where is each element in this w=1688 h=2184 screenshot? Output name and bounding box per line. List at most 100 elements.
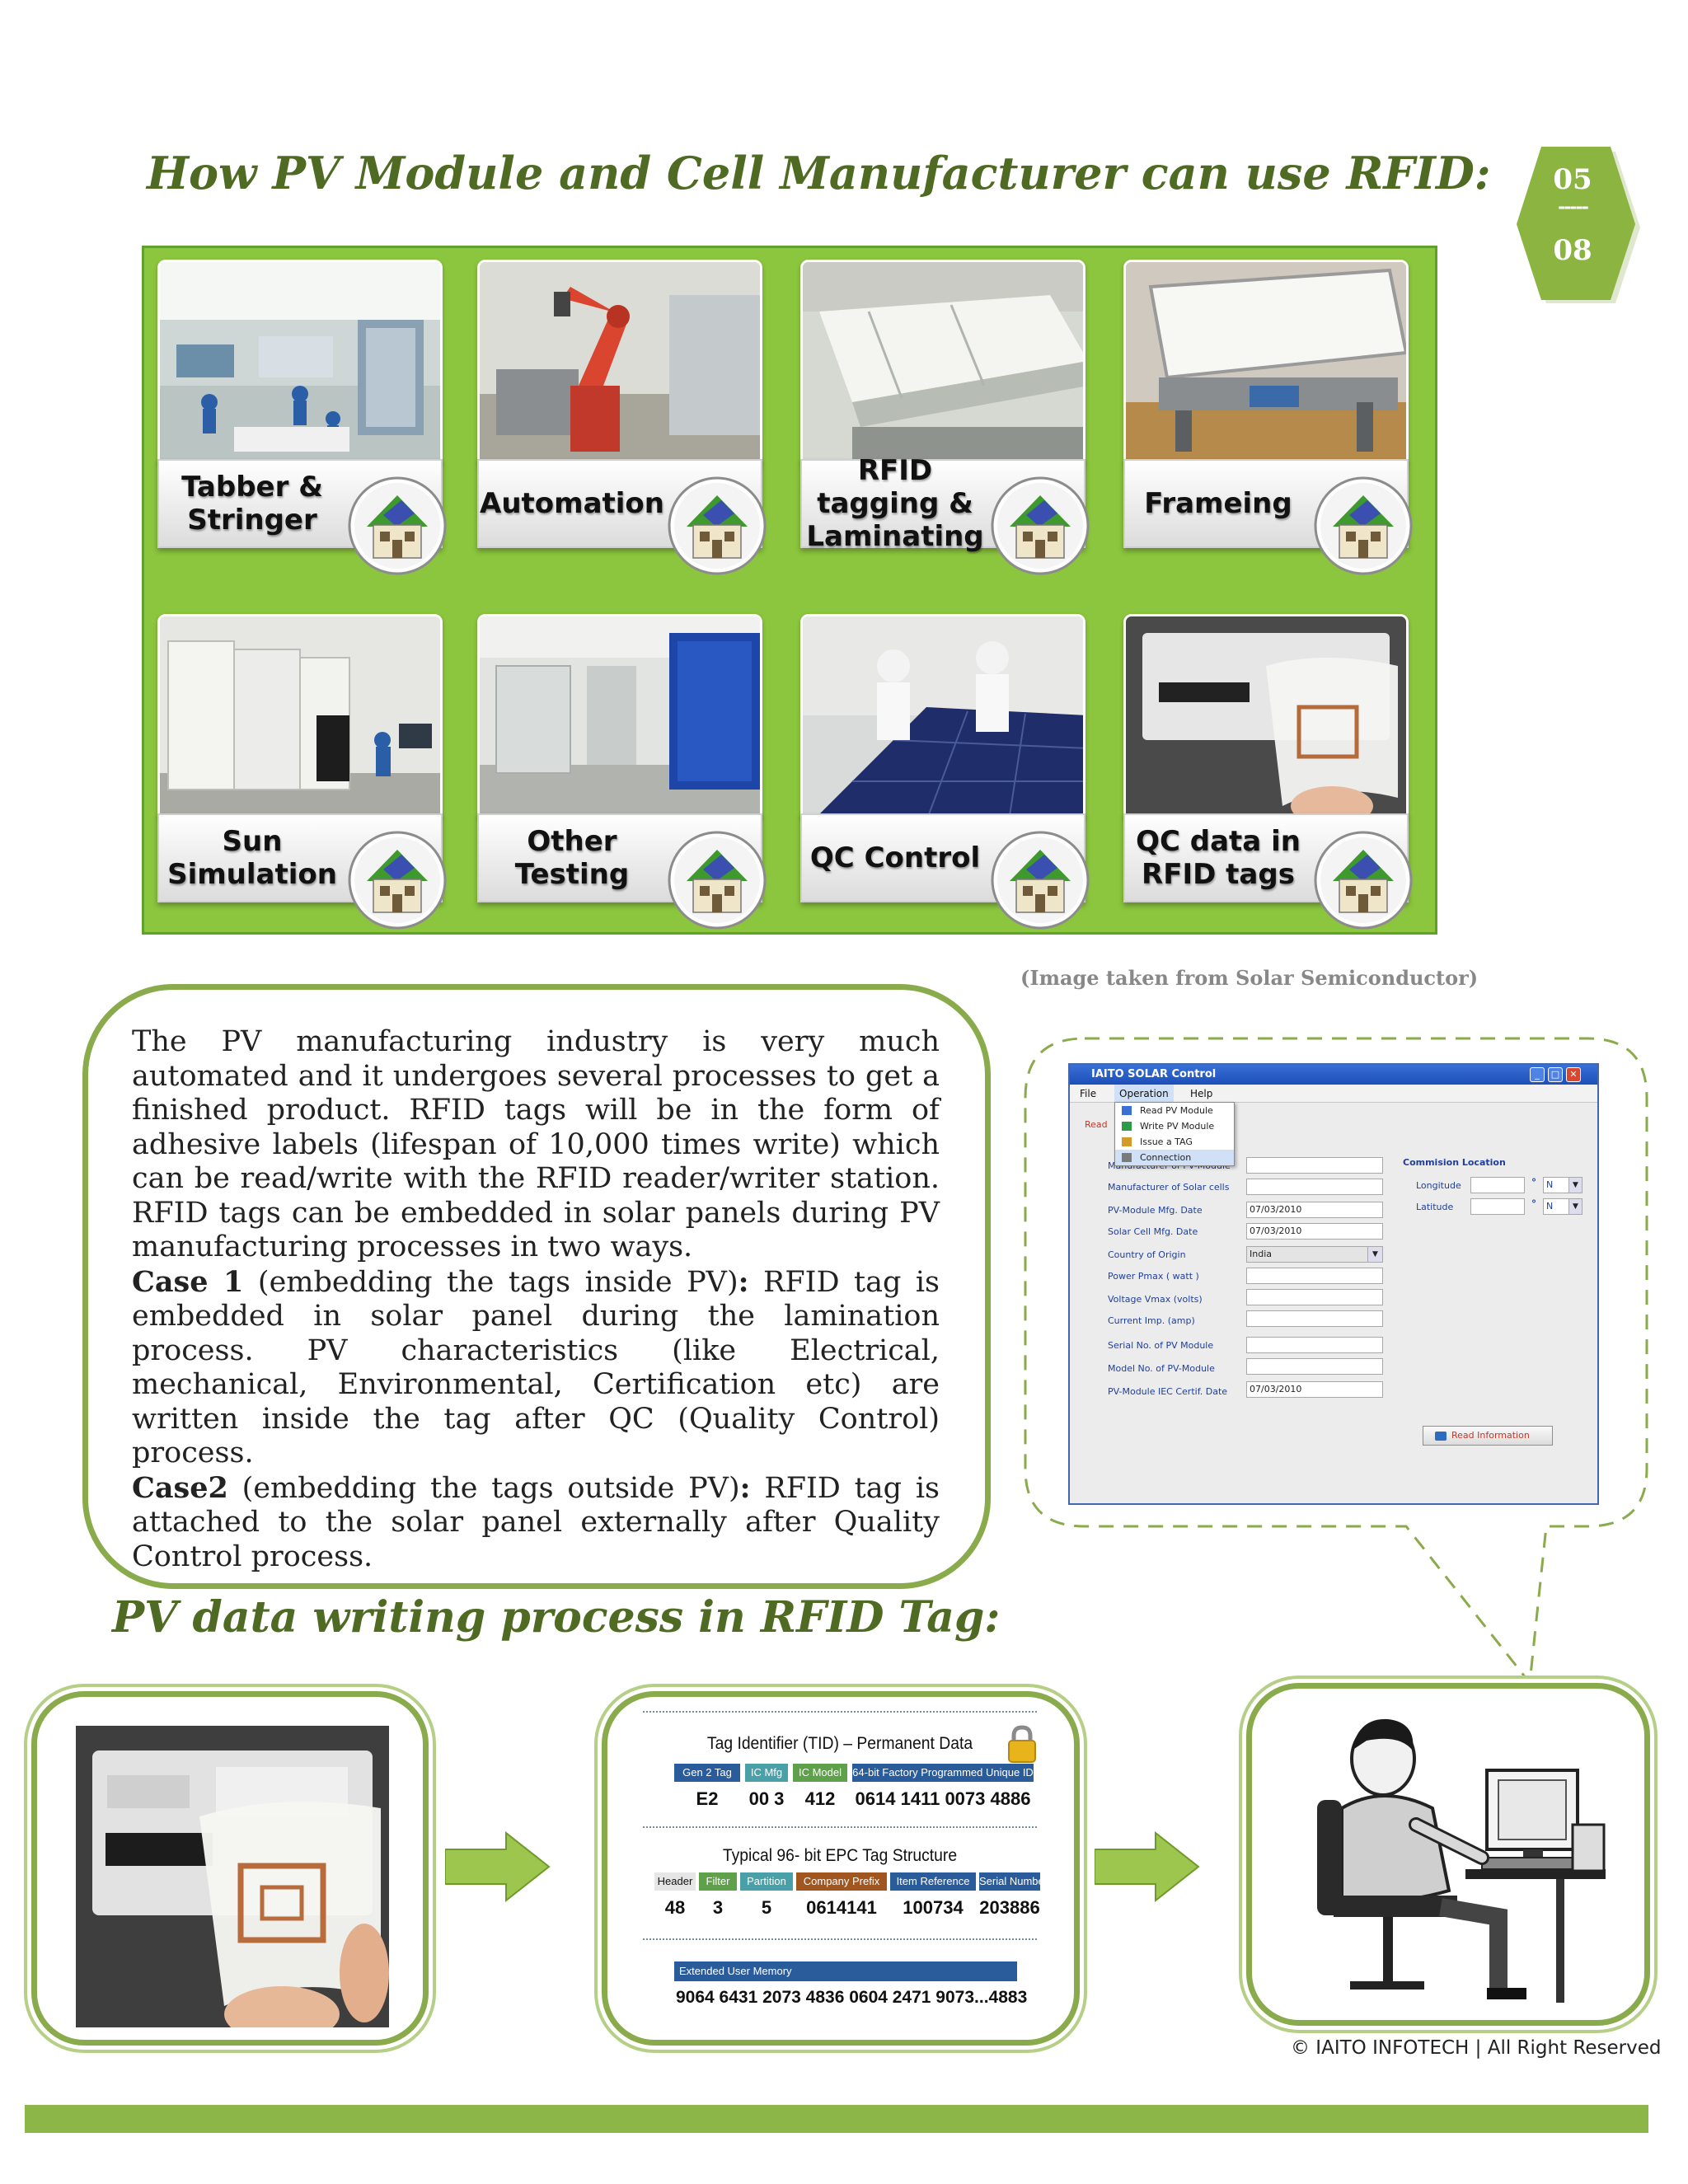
menu-help[interactable]: Help [1190, 1088, 1213, 1099]
tid-value: 412 [804, 1788, 836, 1809]
solar-house-icon [348, 831, 447, 930]
user-memory-label: Extended User Memory [674, 1961, 1017, 1981]
menu-operation[interactable]: Operation [1114, 1085, 1174, 1103]
lock-icon [1008, 1725, 1036, 1763]
case2-title: Case2 [132, 1470, 228, 1505]
chip-ic-mfg: IC Mfg [745, 1764, 788, 1782]
process-label: Sun Simulation [167, 825, 337, 891]
field-label: Solar Cell Mfg. Date [1108, 1226, 1198, 1237]
page-number-badge: 05 ----- 08 [1505, 147, 1640, 308]
process-tile-qc-data-rfid: QC data in RFID tags [1123, 614, 1413, 932]
process-grid: Tabber & Stringer [142, 246, 1437, 935]
process-tile-other-testing: Other Testing [477, 614, 767, 932]
pv-manufacturer-input[interactable] [1246, 1157, 1383, 1174]
menu-bar: File Operation Help [1070, 1085, 1597, 1103]
tag-icon [1122, 1137, 1132, 1146]
latitude-input[interactable] [1470, 1198, 1525, 1215]
epc-value: 48 [664, 1897, 686, 1918]
window-titlebar: IAITO SOLAR Control [1070, 1065, 1597, 1085]
process-tile-tabber-stringer: Tabber & Stringer [157, 260, 447, 578]
menu-issue-tag[interactable]: Issue a TAG [1115, 1134, 1234, 1150]
power-input[interactable] [1246, 1268, 1383, 1284]
serial-number-input[interactable] [1246, 1337, 1383, 1353]
speech-bubble [1024, 1037, 1648, 1686]
epc-value: 3 [712, 1897, 724, 1918]
process-tile-rfid-laminating: RFID tagging & Laminating [800, 260, 1090, 578]
read-information-button[interactable]: Read Information [1423, 1426, 1553, 1446]
current-input[interactable] [1246, 1310, 1383, 1327]
chip-company-prefix: Company Prefix [796, 1872, 887, 1891]
chip-gen2-tag: Gen 2 Tag [674, 1764, 740, 1782]
latitude-label: Latitude [1416, 1202, 1454, 1212]
menu-write-pv-module[interactable]: Write PV Module [1115, 1118, 1234, 1134]
process-tile-frameing: Frameing [1123, 260, 1413, 578]
solar-house-icon [991, 831, 1090, 930]
page-title: How PV Module and Cell Manufacturer can … [147, 147, 1491, 199]
read-tag-fragment: Read [1085, 1119, 1108, 1130]
reader-icon [1435, 1432, 1447, 1441]
case2-subtitle: (embedding the tags outside PV) [227, 1471, 740, 1505]
case2-text: RFID tag is attached to the solar panel … [132, 1471, 940, 1573]
laminator-photo [800, 260, 1085, 464]
image-credit: (Image taken from Solar Semiconductor) [1020, 966, 1479, 990]
chip-unique-id: 64-bit Factory Programmed Unique ID [852, 1764, 1034, 1782]
hexagon-shape [1517, 147, 1640, 303]
tid-value: 0614 1411 0073 4886 [855, 1788, 1031, 1809]
case1-title: Case 1 [132, 1264, 244, 1299]
text-card [82, 984, 991, 1589]
field-label: Power Pmax ( watt ) [1108, 1271, 1199, 1282]
module-mfg-date-input[interactable]: 07/03/2010 [1246, 1202, 1383, 1218]
connection-icon [1122, 1153, 1132, 1162]
field-label: PV-Module Mfg. Date [1108, 1205, 1203, 1216]
intro-paragraph: The PV manufacturing industry is very mu… [132, 1025, 940, 1263]
solar-house-icon [668, 831, 767, 930]
minimize-icon[interactable]: _ [1530, 1067, 1545, 1082]
process-label: QC data in RFID tags [1136, 825, 1301, 891]
page-divider: ----- [1558, 196, 1589, 218]
menu-read-pv-module[interactable]: Read PV Module [1115, 1103, 1234, 1118]
process-label: RFID tagging & Laminating [806, 454, 984, 553]
menu-file[interactable]: File [1080, 1088, 1097, 1099]
menu-connection[interactable]: Connection [1115, 1150, 1234, 1165]
factory-floor-photo [157, 260, 443, 464]
case1-text: RFID tag is embedded in solar panel duri… [132, 1265, 940, 1470]
process-tile-sun-simulation: Sun Simulation [157, 614, 447, 932]
commission-location-label: Commision Location [1403, 1157, 1506, 1168]
voltage-input[interactable] [1246, 1289, 1383, 1305]
framing-machine-photo [1123, 260, 1409, 464]
section-title: PV data writing process in RFID Tag: [112, 1592, 1001, 1643]
copyright-text: © IAITO INFOTECH | All Right Reserved [1291, 2037, 1662, 2059]
qc-inspection-photo [800, 614, 1085, 818]
tid-value: 00 3 [748, 1788, 785, 1809]
field-label: Manufacturer of Solar cells [1108, 1182, 1230, 1193]
field-label: Voltage Vmax (volts) [1108, 1294, 1203, 1305]
case1-paragraph: Case 1 (embedding the tags inside PV): R… [132, 1265, 940, 1471]
arrow-right-icon [445, 1831, 551, 1902]
software-window: IAITO SOLAR Control _ □ ✕ File Operation… [1068, 1063, 1599, 1505]
country-select[interactable]: India▼ [1246, 1246, 1383, 1263]
longitude-direction-select[interactable]: N▼ [1543, 1177, 1582, 1193]
model-number-input[interactable] [1246, 1358, 1383, 1375]
iec-cert-date-input[interactable]: 07/03/2010 [1246, 1381, 1383, 1398]
latitude-direction-select[interactable]: N▼ [1543, 1198, 1582, 1215]
longitude-input[interactable] [1470, 1177, 1525, 1193]
chip-item-reference: Item Reference [890, 1872, 976, 1891]
rfid-label-photo [1123, 614, 1409, 818]
maximize-icon[interactable]: □ [1548, 1067, 1563, 1082]
degree-symbol: ° [1531, 1177, 1536, 1188]
divider [643, 1938, 1037, 1940]
solar-house-icon [1314, 476, 1413, 575]
case2-colon: : [739, 1470, 751, 1505]
process-label: QC Control [809, 841, 981, 874]
operation-dropdown: Read PV Module Write PV Module Issue a T… [1114, 1102, 1235, 1166]
solar-house-icon [668, 476, 767, 575]
rfid-tag-photo [76, 1726, 389, 2027]
epc-value: 0614141 [806, 1897, 877, 1918]
close-icon[interactable]: ✕ [1566, 1067, 1581, 1082]
divider [643, 1826, 1037, 1828]
cell-mfg-date-input[interactable]: 07/03/2010 [1246, 1223, 1383, 1240]
cell-manufacturer-input[interactable] [1246, 1179, 1383, 1195]
case1-colon: : [738, 1264, 749, 1299]
solar-house-icon [348, 476, 447, 575]
tid-title: Tag Identifier (TID) – Permanent Data [706, 1734, 973, 1753]
